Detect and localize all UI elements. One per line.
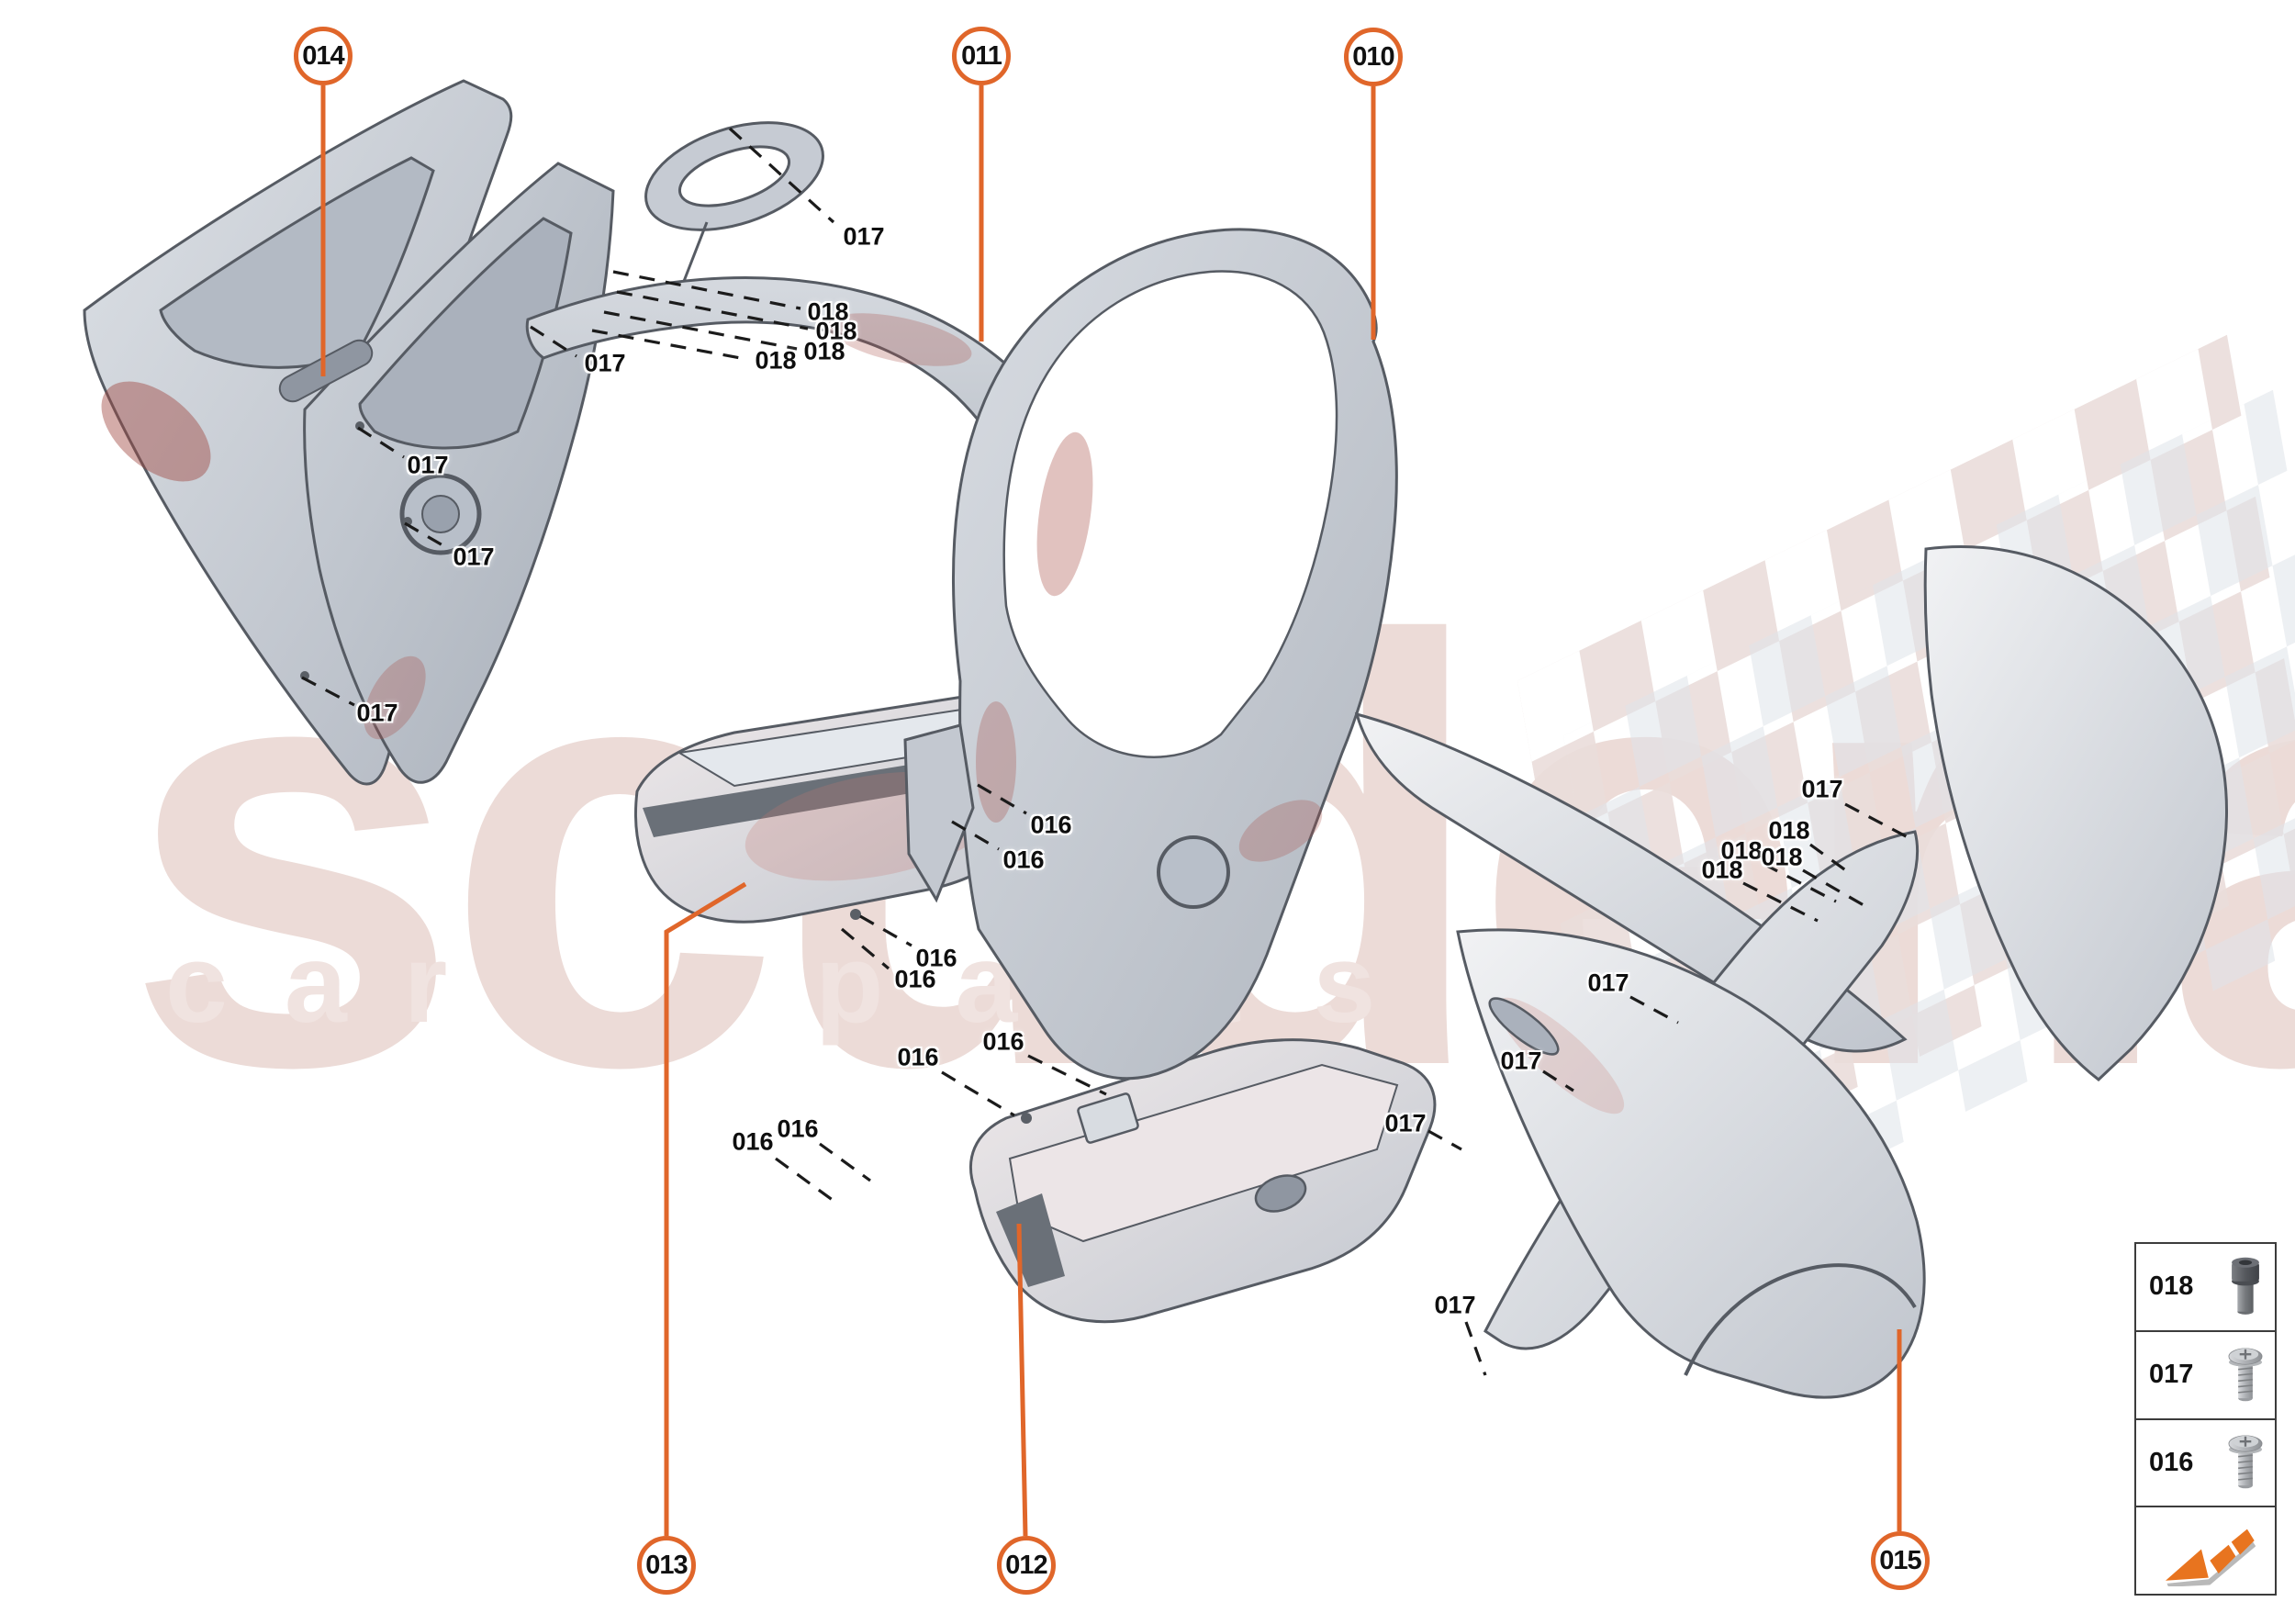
part-sill-assembly	[525, 121, 1102, 616]
legend-row-017: 017	[2134, 1329, 2277, 1420]
dashed-leader-line	[1809, 843, 1852, 876]
part-number-label: 018	[803, 337, 845, 365]
legend-label: 017	[2149, 1360, 2194, 1390]
direction-arrow-icon	[2160, 1515, 2256, 1587]
dashed-leader-line	[728, 127, 835, 224]
dashed-leader-line	[357, 426, 405, 459]
part-number-label: 016	[897, 1043, 939, 1071]
dashed-leader-line	[977, 783, 1027, 815]
part-number-label: 018	[1720, 836, 1763, 865]
legend-row-direction	[2134, 1506, 2277, 1596]
dashed-leader-line	[1802, 868, 1864, 907]
dashed-leader-line	[1027, 1054, 1107, 1096]
pan-head-screw-icon	[2225, 1432, 2266, 1493]
part-number-label: 016	[1002, 846, 1045, 874]
dashed-leader-line	[616, 290, 809, 330]
callout-bubble-011[interactable]: 011	[952, 27, 1011, 85]
dashed-leader-line	[1742, 881, 1819, 923]
legend-label: 018	[2149, 1271, 2194, 1302]
part-number-label: 016	[982, 1027, 1024, 1056]
part-number-label: 017	[356, 699, 398, 727]
part-number-label: 016	[915, 944, 957, 972]
callout-leader-line	[1016, 1223, 1028, 1537]
part-number-label: 017	[843, 222, 885, 251]
part-number-label: 018	[1768, 816, 1810, 845]
callout-bubble-010[interactable]: 010	[1344, 28, 1403, 86]
part-door-pocket-lower	[968, 1038, 1437, 1324]
part-number-label: 016	[732, 1127, 774, 1156]
dashed-leader-line	[404, 521, 450, 551]
part-number-label: 017	[407, 451, 449, 479]
dashed-leader-line	[1427, 1129, 1462, 1151]
part-number-label: 018	[1701, 856, 1743, 884]
part-number-label: 017	[1801, 775, 1843, 803]
legend-row-018: 018	[2134, 1242, 2277, 1332]
part-number-label: 017	[1500, 1047, 1542, 1075]
dashed-leader-line	[951, 820, 1000, 851]
callout-bubble-015[interactable]: 015	[1871, 1531, 1930, 1590]
dashed-leader-line	[301, 676, 355, 707]
part-front-door-inner-panels	[83, 79, 615, 786]
dashed-leader-line	[1763, 862, 1837, 903]
dashed-leader-line	[1542, 1070, 1574, 1092]
part-number-label: 018	[807, 297, 849, 326]
part-number-label: 016	[777, 1114, 819, 1143]
dashed-leader-line	[941, 1070, 1015, 1117]
part-rear-door-frame	[903, 228, 1398, 1081]
socket-head-screw-icon	[2225, 1257, 2266, 1317]
callout-leader-line	[664, 881, 747, 1536]
dashed-leader-line	[612, 270, 801, 310]
dashed-leader-line	[1464, 1321, 1487, 1376]
part-number-label: 016	[894, 965, 936, 993]
part-number-label: 018	[815, 317, 857, 345]
pan-head-screw-icon	[2225, 1345, 2266, 1406]
part-number-label: 017	[1434, 1291, 1476, 1319]
part-number-label: 017	[1384, 1109, 1427, 1137]
part-number-label: 016	[1030, 811, 1072, 839]
part-number-label: 017	[584, 349, 626, 377]
dashed-leader-line	[859, 914, 912, 947]
part-number-label: 017	[453, 543, 495, 571]
callout-bubble-013[interactable]: 013	[637, 1536, 696, 1595]
part-number-label: 018	[755, 346, 797, 375]
dashed-leader-line	[530, 325, 577, 358]
legend-row-016: 016	[2134, 1417, 2277, 1508]
part-number-label: 017	[1587, 969, 1629, 997]
dashed-leader-line	[819, 1142, 871, 1182]
dashed-leader-line	[1629, 995, 1679, 1025]
dashed-leader-line	[775, 1157, 834, 1203]
legend-label: 016	[2149, 1447, 2194, 1477]
part-rear-fender-panels	[1354, 545, 2228, 1399]
dashed-leader-line	[840, 927, 890, 970]
callout-bubble-012[interactable]: 012	[997, 1536, 1056, 1595]
part-number-label: 018	[1761, 843, 1803, 871]
watermark-car-text: car	[165, 921, 505, 1046]
callout-bubble-014[interactable]: 014	[294, 27, 353, 85]
dashed-leader-line	[603, 310, 798, 351]
dashed-leader-line	[1844, 802, 1909, 839]
fastener-legend: 018	[2134, 1242, 2277, 1596]
